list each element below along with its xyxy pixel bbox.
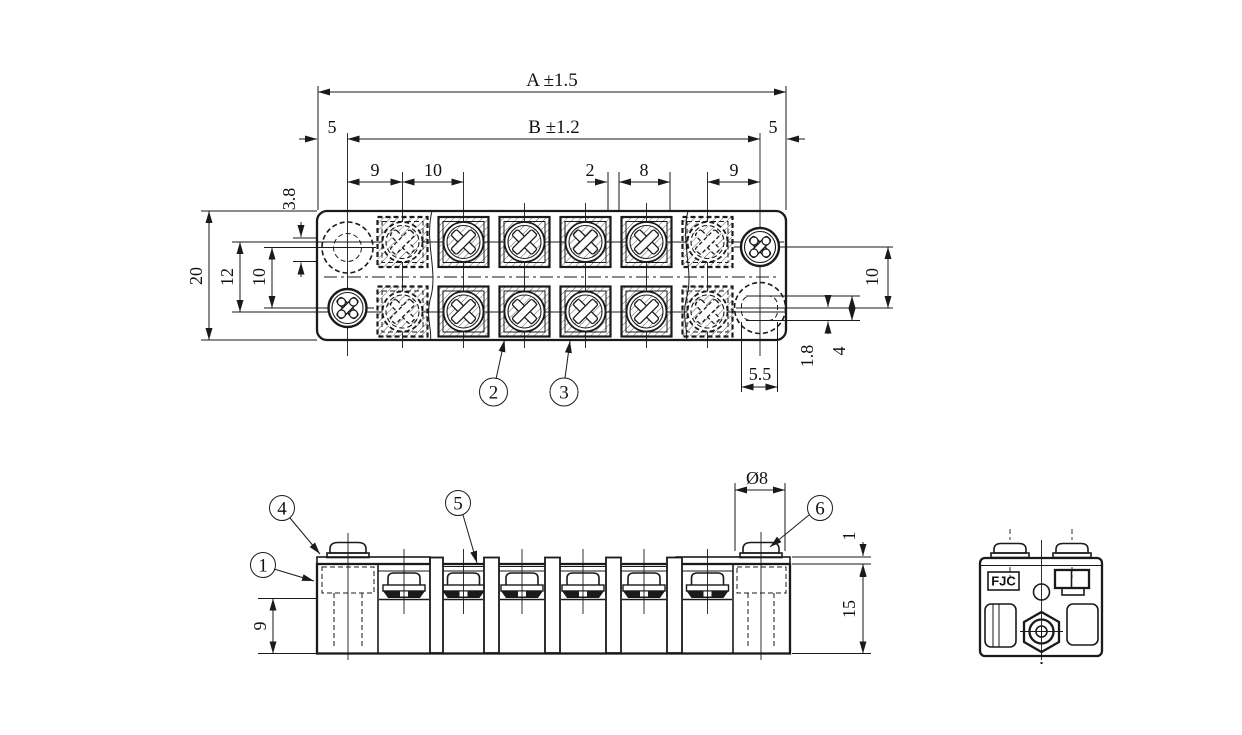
front-barriers-group xyxy=(429,556,683,654)
top-view xyxy=(232,133,893,392)
front-terminal-bay xyxy=(621,549,667,614)
front-terminal-bay xyxy=(499,549,545,614)
callout-5: 5 xyxy=(445,490,478,564)
dim-20: 20 xyxy=(186,267,206,285)
dim-12: 12 xyxy=(217,268,237,286)
dim-15: 15 xyxy=(839,600,859,618)
dim-2: 2 xyxy=(586,160,595,180)
mount-screw-bottom-left xyxy=(327,287,368,329)
callout-6: 6 xyxy=(769,495,833,548)
svg-text:2: 2 xyxy=(489,383,499,404)
logo-text: FJC xyxy=(991,574,1016,589)
dim-9-left: 9 xyxy=(371,160,380,180)
dim-3-8: 3.8 xyxy=(279,188,299,211)
dim-dia8: Ø8 xyxy=(746,468,768,488)
dim-1-8: 1.8 xyxy=(797,345,817,368)
terminal-screw xyxy=(620,285,673,338)
top-view-dimensions: A ±1.5 B ±1.2 5 5 9 10 2 8 9 20 12 10 3.… xyxy=(186,70,892,391)
terminal-screw xyxy=(498,285,551,338)
callout-4: 4 xyxy=(269,495,321,555)
terminal-screw xyxy=(498,215,551,269)
callout-3: 3 xyxy=(549,340,579,407)
dim-5-right: 5 xyxy=(769,117,778,137)
dim-5-5: 5.5 xyxy=(749,364,772,384)
mount-hole-top-left xyxy=(321,221,374,274)
side-bottom-mark xyxy=(1040,662,1043,664)
front-view-dimensions: 9 Ø8 1 15 xyxy=(250,468,871,654)
front-barrier xyxy=(429,556,444,654)
terminal-screw xyxy=(559,285,612,338)
side-wire-clamp xyxy=(1053,568,1091,596)
dim-8: 8 xyxy=(640,160,649,180)
side-screw-left xyxy=(990,529,1030,578)
terminal-screw xyxy=(437,215,490,269)
mount-screw-top-right xyxy=(739,226,781,268)
svg-text:4: 4 xyxy=(277,499,287,520)
front-barrier xyxy=(605,556,622,654)
front-terminal-bay xyxy=(378,549,430,614)
dim-9-right: 9 xyxy=(730,160,739,180)
dim-A: A ±1.5 xyxy=(526,70,578,91)
front-terminal-bay xyxy=(560,549,606,614)
svg-text:1: 1 xyxy=(258,556,268,577)
side-view: FJC xyxy=(978,529,1104,664)
front-terminal-bay xyxy=(682,549,733,614)
terminal-screw-phantom xyxy=(376,285,429,338)
dim-10-left: 10 xyxy=(249,268,269,286)
terminal-screw-phantom xyxy=(681,285,734,338)
side-logo-plate: FJC xyxy=(987,571,1020,591)
side-slot-left xyxy=(984,603,1017,648)
dim-1: 1 xyxy=(839,532,859,541)
front-barrier xyxy=(666,556,683,654)
side-small-hole xyxy=(1032,583,1051,601)
terminal-screw xyxy=(559,215,612,269)
front-bays-group xyxy=(378,549,733,614)
callouts: 2 3 1 4 5 6 xyxy=(250,339,833,582)
front-left-end-section xyxy=(321,533,375,660)
break-line-left xyxy=(428,210,434,341)
terminal-screw xyxy=(620,215,673,269)
dim-B: B ±1.2 xyxy=(528,117,580,138)
terminal-screw-phantom xyxy=(376,215,429,269)
dim-10-right: 10 xyxy=(862,268,882,286)
front-barrier xyxy=(544,556,561,654)
front-screw-left xyxy=(326,541,370,559)
svg-text:5: 5 xyxy=(453,494,463,515)
terminal-screw xyxy=(437,285,490,338)
front-terminal-bay xyxy=(441,549,486,614)
svg-text:6: 6 xyxy=(815,499,825,520)
side-body xyxy=(978,556,1104,658)
callout-2: 2 xyxy=(479,339,508,407)
mount-hole-bottom-right xyxy=(733,281,787,335)
dim-5-left: 5 xyxy=(328,117,337,137)
break-line-right xyxy=(684,210,690,341)
callout-1: 1 xyxy=(250,552,315,582)
front-view xyxy=(315,532,792,660)
terminal-screws-group xyxy=(376,215,734,338)
dim-10-pitch: 10 xyxy=(424,160,442,180)
top-view-body xyxy=(315,209,788,342)
front-barrier xyxy=(483,556,500,654)
dim-4: 4 xyxy=(829,347,849,356)
terminal-screw-phantom xyxy=(681,215,734,269)
svg-text:3: 3 xyxy=(559,383,569,404)
side-slot-right xyxy=(1066,603,1099,646)
side-hex-nut xyxy=(1020,610,1063,654)
dim-9-front: 9 xyxy=(250,622,270,631)
